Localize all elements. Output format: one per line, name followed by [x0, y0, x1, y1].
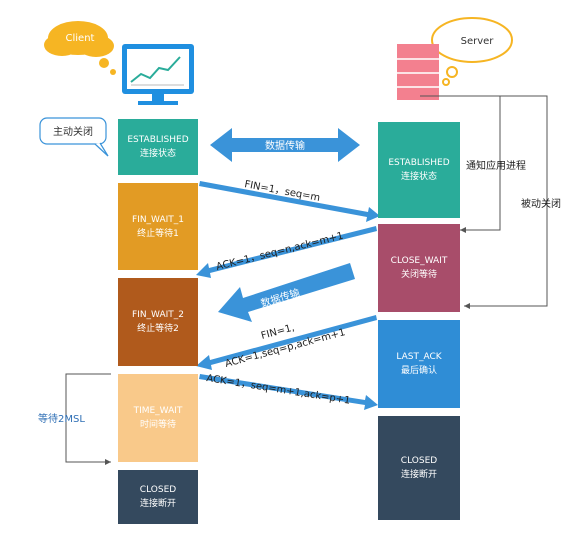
server-cloud-icon — [431, 17, 513, 86]
client-state-name: TIME_WAIT — [133, 406, 183, 416]
server-state-desc: 连接断开 — [400, 470, 437, 480]
client-state-desc: 时间等待 — [139, 420, 176, 430]
ack1-arrow — [196, 226, 377, 278]
client-label: Client — [66, 33, 95, 44]
server-state-established: ESTABLISHED 连接状态 — [378, 122, 460, 218]
client-state-established: ESTABLISHED 连接状态 — [118, 119, 198, 175]
passive-close-bracket — [440, 95, 548, 309]
data-transfer-label-1: 数据传输 — [265, 139, 305, 152]
server-state-close-wait: CLOSE_WAIT 关闭等待 — [378, 224, 460, 312]
server-state-name: CLOSED — [400, 456, 438, 466]
passive-close-label: 被动关闭 — [521, 199, 561, 210]
client-state-closed: CLOSED 连接断开 — [118, 470, 198, 524]
data-transfer-arrow-2 — [218, 263, 355, 322]
client-state-time-wait: TIME_WAIT 时间等待 — [118, 374, 198, 462]
data-transfer-double-arrow — [210, 128, 360, 162]
client-state-name: ESTABLISHED — [127, 135, 189, 145]
server-state-name: CLOSE_WAIT — [390, 256, 448, 266]
server-state-name: LAST_ACK — [396, 352, 442, 362]
active-close-label: 主动关闭 — [53, 125, 93, 138]
server-state-last-ack: LAST_ACK 最后确认 — [378, 320, 460, 408]
server-state-closed: CLOSED 连接断开 — [378, 416, 460, 520]
client-state-name: FIN_WAIT_2 — [131, 310, 184, 320]
monitor-icon — [122, 44, 194, 105]
client-state-desc: 连接状态 — [139, 149, 176, 159]
client-state-desc: 终止等待1 — [137, 228, 179, 239]
client-state-name: CLOSED — [139, 485, 177, 495]
ack2-arrow — [199, 374, 378, 410]
server-state-name: ESTABLISHED — [388, 158, 450, 168]
client-state-name: FIN_WAIT_1 — [131, 214, 184, 225]
client-cloud-icon — [44, 21, 116, 75]
server-state-desc: 连接状态 — [400, 172, 437, 182]
ack1-label: ACK=1，seq=n,ack=m+1 — [215, 231, 345, 273]
ack2-label: ACK=1，seq=m+1,ack=p+1 — [206, 373, 352, 407]
client-state-desc: 终止等待2 — [137, 324, 179, 334]
server-label: Server — [461, 36, 495, 47]
fin1-arrow — [199, 181, 380, 222]
client-state-fin-wait-1: FIN_WAIT_1 终止等待1 — [118, 183, 198, 270]
fin2-arrow — [196, 315, 377, 370]
server-state-desc: 关闭等待 — [400, 270, 437, 280]
wait-2msl-bracket — [65, 373, 111, 465]
server-rack-icon — [397, 44, 439, 100]
server-state-desc: 最后确认 — [400, 366, 437, 376]
wait-2msl-label: 等待2MSL — [38, 414, 85, 425]
client-state-fin-wait-2: FIN_WAIT_2 终止等待2 — [118, 278, 198, 366]
notify-app-label: 通知应用进程 — [466, 161, 526, 172]
active-close-bubble — [39, 117, 109, 157]
client-state-desc: 连接断开 — [139, 499, 176, 509]
